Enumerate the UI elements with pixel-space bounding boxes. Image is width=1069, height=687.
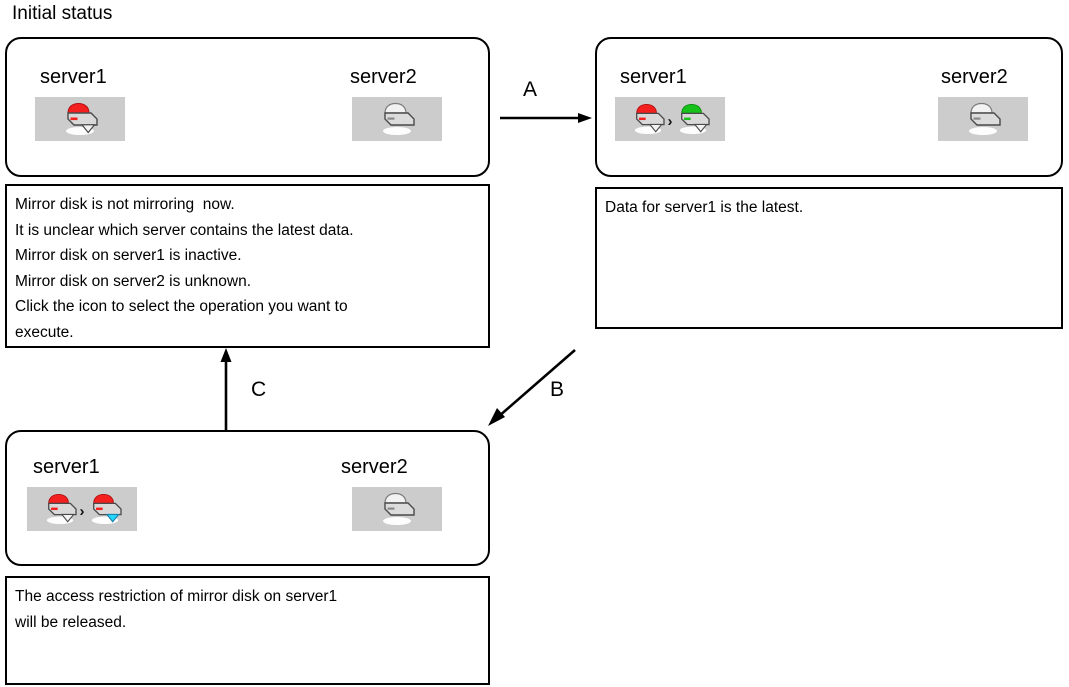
description-line: Mirror disk is not mirroring now. [15,196,235,213]
description-line: Mirror disk on server2 is unknown. [15,272,252,290]
result-b-server1-icon-plate[interactable]: › [27,487,137,531]
description-line: execute. [15,323,74,341]
result-a-server2-label: server2 [941,66,1008,88]
flow-b-arrow [480,345,590,430]
result-a-server1-icon-plate[interactable]: › [615,97,725,141]
initial-status-server-box: server1 server2 [5,37,490,177]
flow-a-arrow [500,110,592,126]
result-b-server2-icon-plate[interactable] [352,487,442,531]
result-a-description-box: Data for server1 is the latest. [595,187,1063,329]
mirror-disk-icon-unknown[interactable] [964,102,1002,136]
initial-server2-icon-plate[interactable] [352,97,442,141]
flow-c-label: C [251,378,267,401]
result-b-server-box: server1 › server2 [5,430,490,566]
description-line: Mirror disk on server1 is inactive. [15,247,242,264]
mirror-disk-icon-unknown[interactable] [378,492,416,526]
icon-transition-separator: › [667,112,673,130]
result-b-server1-label: server1 [33,456,100,478]
initial-server2-label: server2 [350,66,417,88]
result-b-description-box: The access restriction of mirror disk on… [5,576,490,685]
mirror-disk-icon-red-access-released[interactable] [87,493,123,525]
description-line: Data for server1 is the latest. [605,199,804,216]
flow-a-label: A [523,78,538,101]
initial-status-description-box: Mirror disk is not mirroring now. It is … [5,184,490,348]
result-a-server1-label: server1 [620,66,687,88]
description-line: The access restriction of mirror disk on… [15,588,338,605]
description-line: It is unclear which server contains the … [15,221,354,239]
page-title: Initial status [12,3,113,24]
mirror-disk-icon-red-inactive[interactable] [61,102,99,136]
icon-transition-separator: › [79,502,85,520]
mirror-disk-icon-red-inactive[interactable] [42,493,78,525]
result-a-server-box: server1 › server2 [595,37,1063,177]
description-line: will be released. [15,613,127,631]
result-b-server2-label: server2 [341,456,408,478]
flow-b-label: B [550,378,565,401]
mirror-disk-icon-red-inactive[interactable] [630,103,666,135]
result-a-server2-icon-plate[interactable] [938,97,1028,141]
description-line: Click the icon to select the operation y… [15,298,348,315]
initial-server1-label: server1 [40,66,107,88]
initial-server1-icon-plate[interactable] [35,97,125,141]
flow-c-arrow [217,348,235,430]
mirror-disk-icon-unknown[interactable] [378,102,416,136]
mirror-disk-icon-green-latest[interactable] [675,103,711,135]
